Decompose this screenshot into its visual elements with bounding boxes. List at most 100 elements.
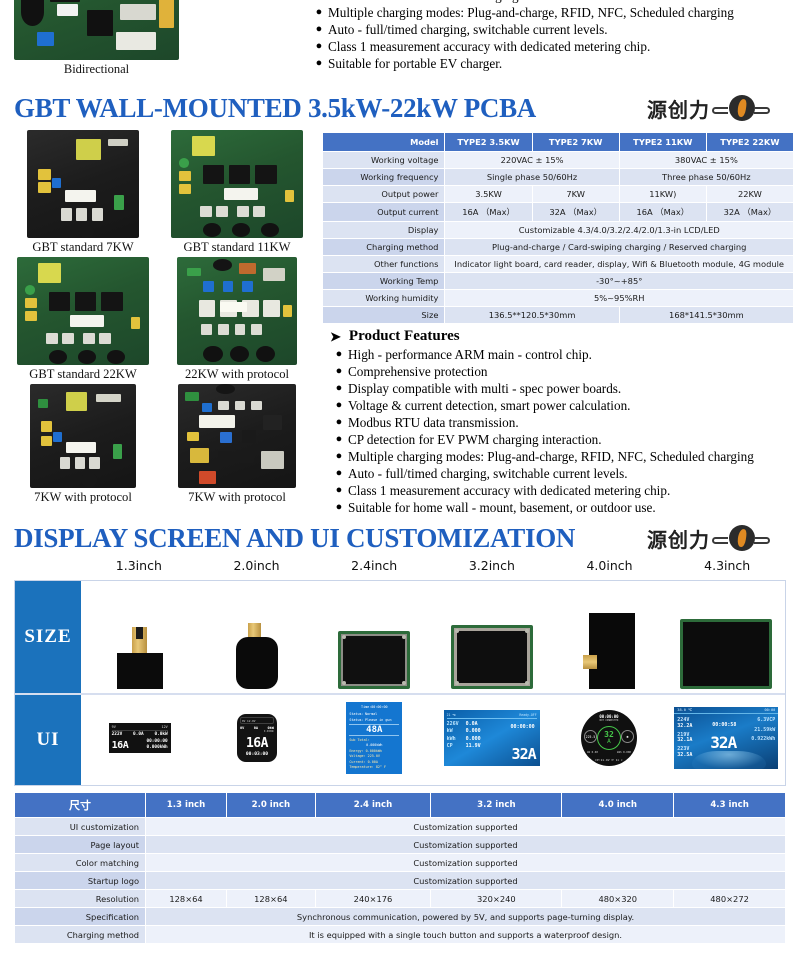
ui-row: UI 9V 12V 222V 0.0A 0.0kW 16A — [15, 693, 785, 785]
spec-table-column: Model TYPE2 3.5KW TYPE2 7KW TYPE2 11KW T… — [320, 128, 800, 516]
size-cell-1-3 — [81, 581, 198, 693]
screen-photo-3-2inch — [450, 625, 533, 689]
feature-item-text: Suitable for home wall - mount, basement… — [348, 500, 656, 515]
logo-text: 源创力 — [647, 97, 710, 122]
pcb-image-bidirectional — [14, 0, 179, 60]
spec-row-label: Working humidity — [321, 289, 446, 307]
size-cell-4-0 — [550, 581, 667, 693]
ui32-big-current: 32A — [511, 745, 537, 763]
feature-item: ●Modbus RTU data transmission. — [330, 414, 784, 431]
ui-screen-2-4inch: Time:00:00:00 Status：Normal Status：Pleas… — [346, 702, 403, 774]
pcb-caption: GBT standard 11KW — [183, 240, 291, 254]
features-heading-text: Product Features — [348, 328, 460, 344]
ui43-temp: 38.0 ℃ — [677, 708, 693, 712]
spec-row-label: Output current — [321, 202, 446, 222]
btab-cell: 480×320 — [561, 889, 675, 908]
ui32-v3: 11.9V — [465, 743, 481, 749]
spec-row-label: Working Temp — [321, 272, 446, 290]
pcb-caption-bidirectional: Bidirectional — [63, 62, 130, 76]
btab-row-label: Charging method — [13, 925, 147, 944]
btab-header-2-4: 2.4 inch — [314, 792, 432, 818]
btab-row-label: Resolution — [13, 889, 147, 908]
screen-photo-2-0inch — [235, 623, 278, 689]
spec-cell: 3.5KW — [444, 185, 533, 203]
spec-cell: 22KW — [705, 185, 795, 203]
specification-table: Model TYPE2 3.5KW TYPE2 7KW TYPE2 11KW T… — [321, 132, 795, 324]
spec-row-label: Size — [321, 306, 446, 324]
page-title-gbt: GBT WALL-MOUNTED 3.5kW-22kW PCBA — [14, 92, 536, 123]
ui24-state: Status：Please in gun — [349, 718, 392, 722]
ui-screen-2-0inch: 0V 12.0V 0V 0A 0kW 0.000Wh 16A 00:03:00 — [236, 714, 277, 762]
btab-cell: Customization supported — [145, 871, 786, 890]
ui13-time: 00:00:00 — [146, 739, 168, 744]
car-silhouette-icon — [692, 751, 767, 769]
size-label-3-2: 3.2inch — [468, 558, 515, 573]
ui43-r2: 21.59kW — [754, 726, 776, 733]
page-title-display: DISPLAY SCREEN AND UI CUSTOMIZATION — [14, 522, 576, 553]
btab-cell: It is equipped with a single touch butto… — [145, 925, 786, 944]
ui13-status-left: 9V — [111, 725, 116, 729]
ui32-v2: 0.000 — [465, 735, 481, 742]
bidirectional-board-block: Bidirectional — [0, 0, 310, 88]
spec-row-label: Working frequency — [321, 168, 446, 186]
btab-row-label: UI customization — [13, 817, 147, 836]
brand-logo-2: 源创力 — [647, 524, 786, 553]
bullet-dot-icon: ● — [335, 484, 343, 496]
spec-cell: 11KW) — [618, 185, 707, 203]
feature-item-text: CP detection for EV PWM charging interac… — [348, 432, 602, 447]
bullet-dot-icon: ● — [335, 399, 343, 411]
ui43-r3b: kWh — [766, 736, 776, 742]
ui40-big-current: 32 — [604, 730, 614, 739]
pcb-item: 22KW with protocol — [160, 257, 314, 382]
btab-cell: 480×272 — [673, 889, 786, 908]
bullet-dot-icon: ● — [335, 348, 343, 360]
feature-item-text: Voltage & current detection, smart power… — [348, 398, 631, 413]
size-label-2-4: 2.4inch — [351, 558, 398, 573]
bullet-dot-icon: ● — [335, 416, 343, 428]
ui40-current-ring: 32 A — [596, 726, 621, 750]
features-heading: ➤ Product Features — [330, 328, 784, 345]
spec-row: Working Temp-30°~+85° — [321, 272, 794, 290]
btab-header-4-0: 4.0 inch — [561, 792, 675, 818]
btab-cell: Customization supported — [145, 835, 786, 854]
display-comparison-table: SIZE — [14, 580, 786, 786]
size-label-1-3: 1.3inch — [115, 558, 162, 573]
ui24-current: Current: 0.00A — [349, 759, 378, 764]
logo-text-2: 源创力 — [647, 527, 710, 552]
ui-cell-2-0: 0V 12.0V 0V 0A 0kW 0.000Wh 16A 00:03:00 — [198, 695, 315, 785]
ui24-subtotal: 0.000kWh — [366, 743, 383, 747]
ui-screen-3-2inch: 21 ℃ Ready-OFF 226V 0.0A kW 0.000 kWh — [443, 710, 540, 766]
ui40-bottom-status: CP:11.9V ⟳ 1✕ ↕ — [595, 758, 623, 762]
btab-header-1-3: 1.3 inch — [145, 792, 228, 818]
size-label-4-3: 4.3inch — [704, 558, 751, 573]
feature-item-text: Class 1 measurement accuracy with dedica… — [348, 483, 671, 498]
ui24-big-current: 48A — [349, 723, 400, 736]
feature-item-text: Display compatible with multi - spec pow… — [348, 381, 622, 396]
spec-header-type2-22kw: TYPE2 22KW — [705, 132, 795, 152]
ui24-subtotal-label: Sub Total: — [349, 737, 370, 742]
pcb-caption: 22KW with protocol — [184, 367, 289, 381]
size-row: SIZE — [15, 581, 785, 693]
logo-mark-icon — [712, 95, 770, 121]
ui20-big-current: 16A — [245, 736, 268, 751]
spec-cell: 16A （Max） — [618, 202, 707, 222]
spec-cell: Three phase 50/60Hz — [618, 168, 795, 186]
btab-row-label: Startup logo — [13, 871, 147, 890]
pcb-item: 7KW with protocol — [160, 384, 314, 505]
ui40-left-small: kW 0.00 — [586, 751, 598, 754]
bullet-dot-icon: ● — [335, 450, 343, 462]
size-label-4-0: 4.0inch — [586, 558, 633, 573]
pcb-caption: 7KW with protocol — [188, 490, 286, 504]
ui32-temp: 21 ℃ — [446, 713, 456, 717]
screen-photo-4-3inch — [680, 619, 773, 689]
btab-header-row: 尺寸 1.3 inch 2.0 inch 2.4 inch 3.2 inch 4… — [13, 792, 786, 818]
spec-header-type2-3-5kw: TYPE2 3.5KW — [444, 132, 533, 152]
spec-cell: 136.5**120.5*30mm — [444, 306, 620, 324]
ui20-time: 00:03:00 — [245, 752, 269, 757]
pcb-image-7kw-protocol-b — [178, 384, 296, 488]
ui-screen-4-0inch: 00:00:00 NOT CONNECTED 225.5 ☻ 32 A kW 0… — [580, 710, 637, 766]
